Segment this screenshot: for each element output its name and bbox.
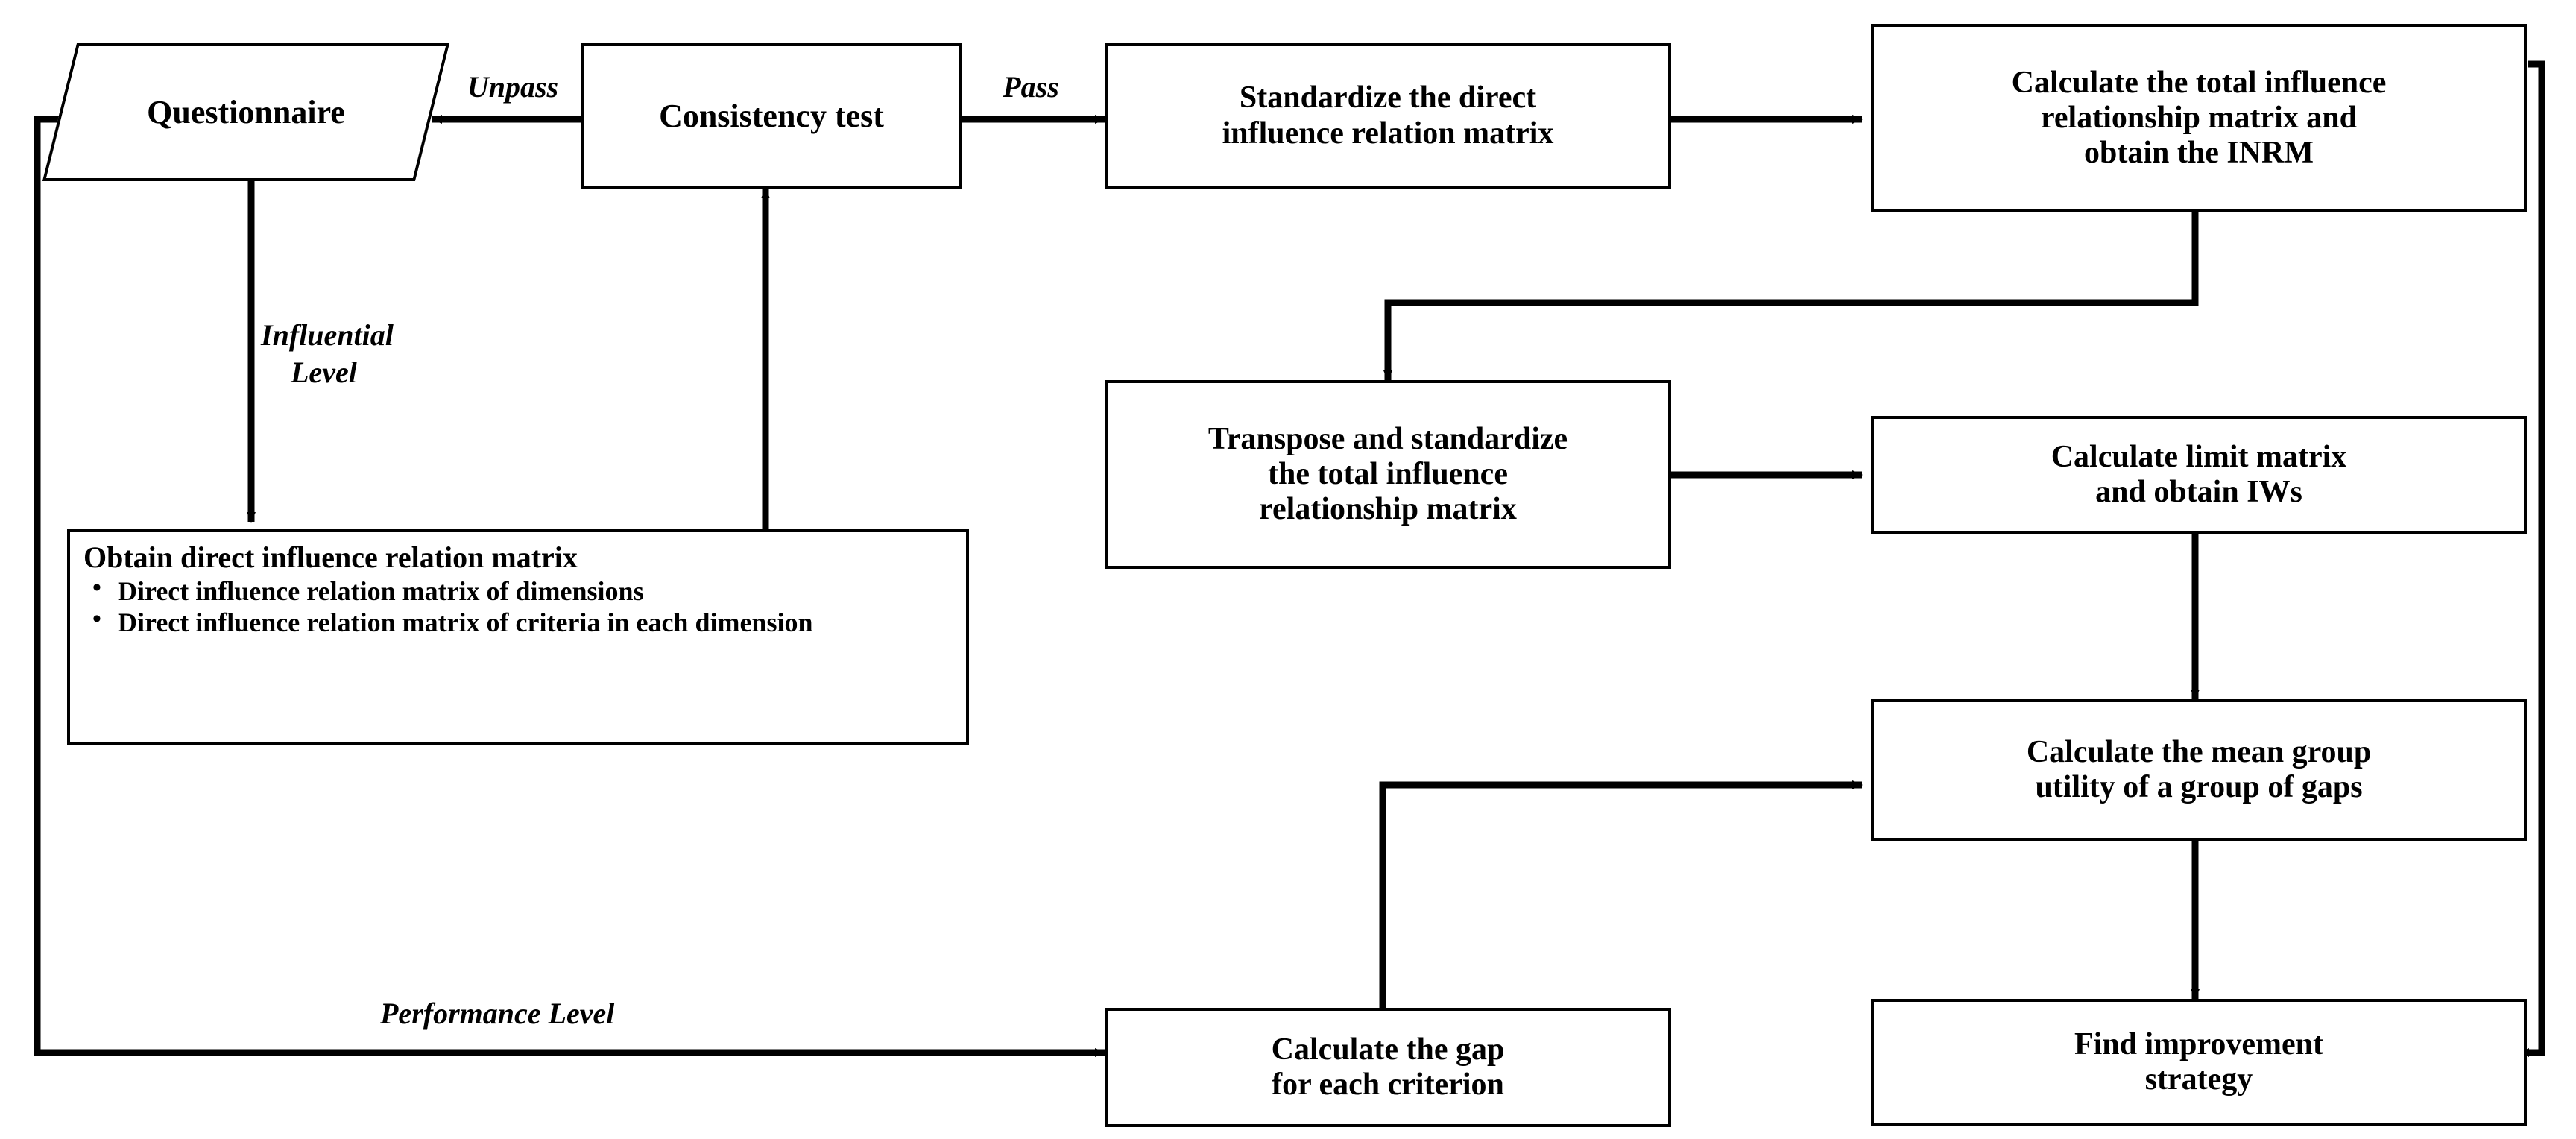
find-improvement-line1: Find improvement [2074, 1026, 2324, 1061]
edge-gap-to-meanutility [1379, 780, 1863, 1008]
edge-label-influential-level-line1: Influential [261, 318, 394, 352]
edge-label-unpass: Unpass [467, 70, 559, 104]
transpose-line3: relationship matrix [1259, 492, 1517, 527]
edge-label-influential-level-line2: Level [291, 356, 357, 389]
edge-inrm-to-improvement [2528, 60, 2545, 1056]
limit-matrix-line2: and obtain IWs [2095, 475, 2302, 509]
edge-label-pass: Pass [1003, 70, 1059, 104]
mean-utility-line2: utility of a group of gaps [2035, 770, 2363, 804]
consistency-test-label: Consistency test [659, 97, 884, 134]
node-find-improvement[interactable]: Find improvement strategy [1871, 999, 2527, 1126]
questionnaire-label: Questionnaire [147, 94, 345, 130]
node-consistency-test[interactable]: Consistency test [581, 43, 962, 189]
inrm-line1: Calculate the total influence [2011, 65, 2387, 100]
obtain-direct-bullet-list: Direct influence relation matrix of dime… [83, 575, 953, 638]
node-obtain-direct[interactable]: Obtain direct influence relation matrix … [67, 529, 969, 745]
find-improvement-line2: strategy [2144, 1062, 2253, 1097]
transpose-line1: Transpose and standardize [1208, 421, 1568, 456]
node-questionnaire[interactable]: Questionnaire [42, 43, 450, 181]
inrm-line2: relationship matrix and [2041, 100, 2357, 135]
standardize-direct-line1: Standardize the direct [1239, 81, 1537, 116]
edge-label-performance-level: Performance Level [380, 997, 615, 1030]
node-limit-matrix-iws[interactable]: Calculate limit matrix and obtain IWs [1871, 416, 2527, 534]
transpose-line2: the total influence [1268, 456, 1508, 491]
node-total-influence-inrm[interactable]: Calculate the total influence relationsh… [1871, 24, 2527, 212]
calculate-gap-line2: for each criterion [1272, 1067, 1504, 1102]
calculate-gap-line1: Calculate the gap [1271, 1032, 1505, 1067]
obtain-direct-bullet-2: Direct influence relation matrix of crit… [83, 607, 953, 637]
obtain-direct-heading: Obtain direct influence relation matrix [83, 540, 578, 574]
node-transpose-standardize[interactable]: Transpose and standardize the total infl… [1105, 380, 1671, 569]
node-standardize-direct[interactable]: Standardize the direct influence relatio… [1105, 43, 1671, 189]
node-mean-group-utility[interactable]: Calculate the mean group utility of a gr… [1871, 699, 2527, 841]
obtain-direct-bullet-1: Direct influence relation matrix of dime… [83, 575, 953, 606]
edge-inrm-to-transpose [1383, 212, 2199, 381]
mean-utility-line1: Calculate the mean group [2026, 734, 2372, 769]
node-calculate-gap[interactable]: Calculate the gap for each criterion [1105, 1008, 1671, 1127]
limit-matrix-line1: Calculate limit matrix [2051, 439, 2347, 474]
standardize-direct-line2: influence relation matrix [1222, 116, 1554, 151]
inrm-line3: obtain the INRM [2083, 136, 2314, 171]
